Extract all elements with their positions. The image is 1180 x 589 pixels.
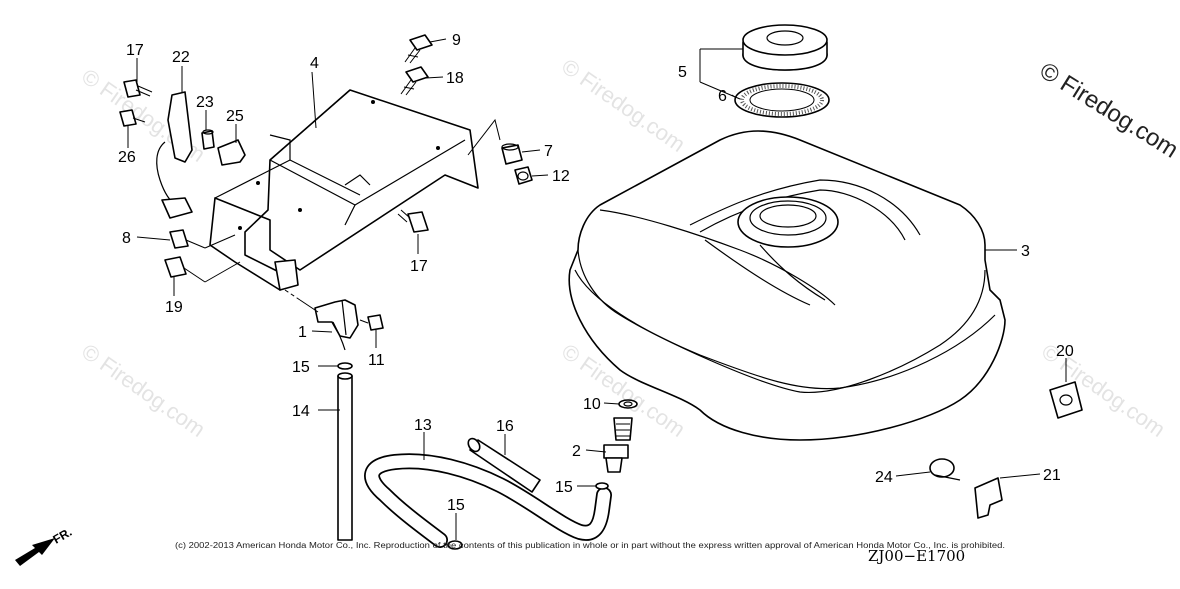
clip-21 — [974, 477, 1003, 519]
callout-11: 11 — [368, 352, 385, 369]
callout-15-bottom: 15 — [447, 497, 465, 514]
callout-2: 2 — [572, 443, 581, 460]
leader-bracket-grommet — [467, 118, 501, 156]
cap-packing — [734, 82, 830, 118]
grommet — [501, 143, 523, 165]
callout-9: 9 — [452, 32, 461, 49]
callout-14: 14 — [292, 403, 310, 420]
washer-10 — [618, 399, 638, 409]
tube-protector-16 — [467, 437, 541, 493]
tube-clip-15 — [595, 482, 609, 490]
front-direction-arrow: FR. — [15, 525, 74, 566]
callout-16: 16 — [496, 418, 514, 435]
callout-13: 13 — [414, 417, 432, 434]
flange-bolt-17 — [397, 209, 429, 233]
callout-26: 26 — [118, 149, 136, 166]
callout-19: 19 — [165, 299, 183, 316]
callout-5: 5 — [678, 64, 687, 81]
fuel-tank — [568, 130, 1006, 441]
harness-clip-25 — [217, 139, 246, 166]
watermark-tile: © Firedog.com — [77, 339, 210, 442]
callout-21: 21 — [1043, 467, 1061, 484]
watermark-main: © Firedog.com — [1035, 57, 1180, 163]
fuel-tube-14 — [337, 372, 353, 541]
leader-lines — [127, 38, 1067, 540]
leader-bracket-bolts — [204, 234, 241, 283]
flange-bolt-19 — [164, 256, 206, 283]
callout-17-right: 17 — [410, 258, 428, 275]
screw-11 — [359, 314, 384, 331]
callout-24: 24 — [875, 469, 893, 486]
callout-17-left: 17 — [126, 42, 144, 59]
collar-23 — [201, 129, 215, 150]
callout-6: 6 — [718, 88, 727, 105]
flange-bolt-18 — [400, 66, 429, 96]
ground-wire-22 — [156, 91, 193, 219]
diagram-code: ZJ00−E1700 — [868, 547, 965, 565]
callout-18: 18 — [446, 70, 464, 87]
flange-bolt-8 — [169, 229, 206, 249]
callout-12: 12 — [552, 168, 570, 185]
tube-clip-15 — [337, 362, 353, 370]
screw-26 — [119, 109, 146, 127]
copyright-notice: (c) 2002-2013 American Honda Motor Co., … — [175, 541, 1005, 550]
direction-label: FR. — [51, 525, 75, 547]
callout-10: 10 — [583, 396, 601, 413]
callout-7: 7 — [544, 143, 553, 160]
leader-fuel-cock-bracket — [284, 289, 301, 301]
callout-1: 1 — [298, 324, 307, 341]
callout-3: 3 — [1021, 243, 1030, 260]
cushion-20 — [1049, 381, 1083, 419]
callout-20: 20 — [1056, 343, 1074, 360]
tube-clip-15 — [447, 540, 463, 550]
callout-15-top: 15 — [292, 359, 310, 376]
callout-22: 22 — [172, 49, 190, 66]
fuel-filler-cap — [742, 24, 828, 71]
tank-bracket — [209, 89, 479, 291]
flange-bolt-9 — [404, 34, 433, 64]
flange-nut-12 — [514, 166, 533, 185]
flange-bolt-17 — [123, 79, 153, 98]
callout-labels: 1 2 3 4 5 6 7 8 9 10 11 12 13 14 15 15 1… — [118, 32, 1074, 514]
callout-15-right: 15 — [555, 479, 573, 496]
callout-8: 8 — [122, 230, 131, 247]
callout-4: 4 — [310, 55, 319, 72]
callout-23: 23 — [196, 94, 214, 111]
fuel-cock — [299, 299, 359, 351]
watermark-tile: © Firedog.com — [557, 54, 690, 157]
fuel-tube-13 — [364, 453, 612, 548]
fuel-strainer — [603, 417, 633, 473]
callout-25: 25 — [226, 108, 244, 125]
wire-clip-24 — [929, 458, 961, 481]
